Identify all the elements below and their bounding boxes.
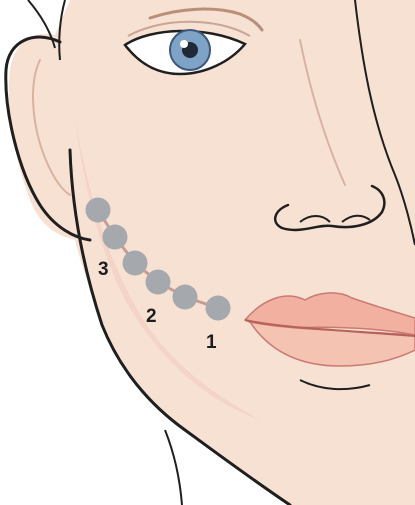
step-label-3: 3 bbox=[98, 259, 109, 280]
injection-point-marker bbox=[103, 225, 128, 250]
step-label-1: 1 bbox=[206, 332, 217, 353]
injection-point-marker bbox=[206, 296, 231, 321]
eye-highlight bbox=[180, 40, 188, 48]
step-label-2: 2 bbox=[146, 306, 157, 327]
injection-point-marker bbox=[123, 251, 148, 276]
injection-point-marker bbox=[86, 198, 111, 223]
injection-point-marker bbox=[173, 285, 198, 310]
face-skin bbox=[9, 0, 415, 505]
neck-line bbox=[165, 430, 182, 505]
injection-point-marker bbox=[146, 270, 171, 295]
